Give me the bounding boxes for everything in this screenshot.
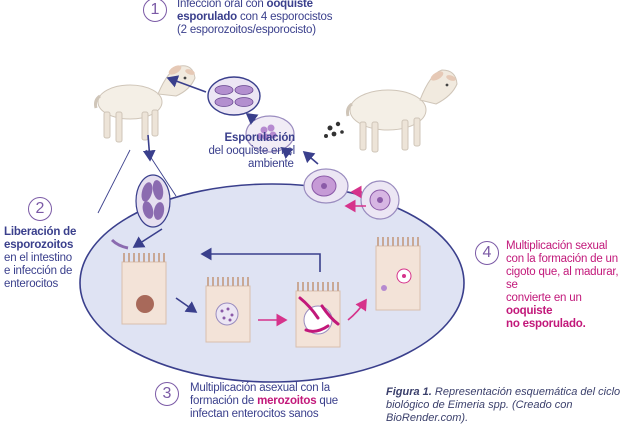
stage-1-line2: con 4 esporocistos <box>236 11 333 23</box>
stage-4-number: 4 <box>475 241 499 265</box>
stage-4-line3: cigoto que, al madurar, se <box>506 266 619 291</box>
stage-3-line2-end: que <box>316 395 339 407</box>
arrows-navy <box>132 75 321 313</box>
stage-4-line4: convierte en un <box>506 292 582 304</box>
stage-4-line1: Multiplicación sexual <box>506 240 608 252</box>
intestine-ellipse <box>79 183 465 383</box>
stage-4-unsporulated: no esporulado. <box>506 318 586 330</box>
lamb-left <box>94 65 196 143</box>
stage-3-number: 3 <box>155 382 179 406</box>
stage-2-number: 2 <box>28 197 52 221</box>
stage-2-line3: en el intestino <box>4 252 72 264</box>
caption-text2: biológico de Eimeria spp. (Creado con Bi… <box>386 399 573 424</box>
arrows-pink <box>258 185 367 327</box>
stage-3-line3: infectan enterocitos sanos <box>190 408 319 420</box>
stage-1-line1: Infección oral con <box>177 0 267 10</box>
sporulation-title: Esporulación <box>224 132 296 144</box>
sporulation-line2: ambiente <box>248 158 294 170</box>
unsporulated-oocyst-2 <box>360 180 400 220</box>
stage-4-line2: con la formación de un <box>506 253 618 265</box>
stage-3-merozoites: merozoitos <box>257 395 317 407</box>
stage-3-line1: Multiplicación asexual con la <box>190 382 330 394</box>
stage-2-line5: enterocitos <box>4 278 59 290</box>
enterocyte-4 <box>375 237 421 311</box>
stage-1-number: 1 <box>143 0 167 22</box>
stage-1-oocyst: ooquiste <box>266 0 314 10</box>
enterocyte-3 <box>295 282 341 348</box>
stage-1-sporulated: esporulado <box>177 11 237 23</box>
stage-2-text: Liberación de esporozoitos en el intesti… <box>4 226 94 291</box>
feces-dots <box>324 121 344 138</box>
stage-1-line3: (2 esporozoitos/esporocisto) <box>177 24 316 36</box>
sporulated-oocyst <box>207 76 261 116</box>
sporulation-text: Esporulación del ooquiste en el ambiente <box>200 132 295 171</box>
stage-3-text: Multiplicación asexual con la formación … <box>190 382 390 421</box>
sporulating-oocyst <box>245 115 295 153</box>
caption-text1: Representación esquemática del ciclo <box>431 386 621 398</box>
lamb-right <box>346 69 458 153</box>
sporozoite-release <box>135 174 171 228</box>
stage-2-line1: Liberación de <box>4 226 77 238</box>
sporulation-line1: del ooquiste en el <box>208 145 295 157</box>
stage-2-line2: esporozoitos <box>4 239 74 251</box>
stage-4-text: Multiplicación sexual con la formación d… <box>506 240 630 331</box>
stage-2-line4: e infección de <box>4 265 73 277</box>
stage-4-oocyst: ooquiste <box>506 305 553 317</box>
enterocyte-2 <box>205 277 251 343</box>
caption-label: Figura 1. <box>386 386 432 398</box>
unsporulated-oocyst-1 <box>303 168 349 204</box>
enterocyte-1 <box>110 238 167 325</box>
stage-1-text: Infección oral con ooquiste esporulado c… <box>177 0 357 37</box>
figure-caption: Figura 1. Representación esquemática del… <box>386 386 632 425</box>
stage-3-line2: formación de <box>190 395 258 407</box>
